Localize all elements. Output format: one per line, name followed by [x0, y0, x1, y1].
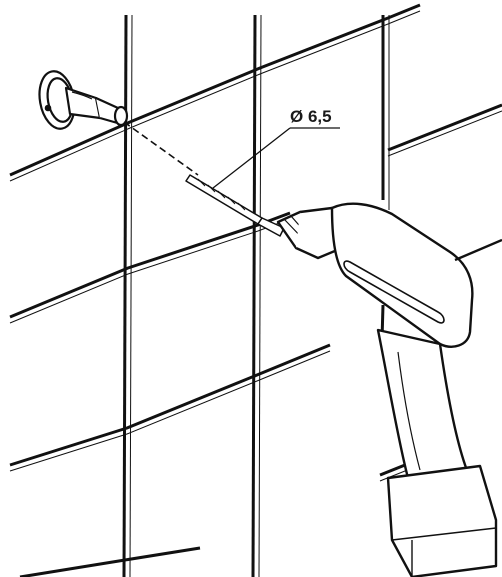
cordless-drill: [276, 202, 502, 577]
dimension-leader: [212, 127, 340, 189]
drill-diameter-label: Ø 6,5: [290, 107, 332, 126]
wall-bracket: [38, 70, 129, 130]
drill-bit: [185, 174, 285, 237]
drill-axis-line: [123, 121, 199, 176]
